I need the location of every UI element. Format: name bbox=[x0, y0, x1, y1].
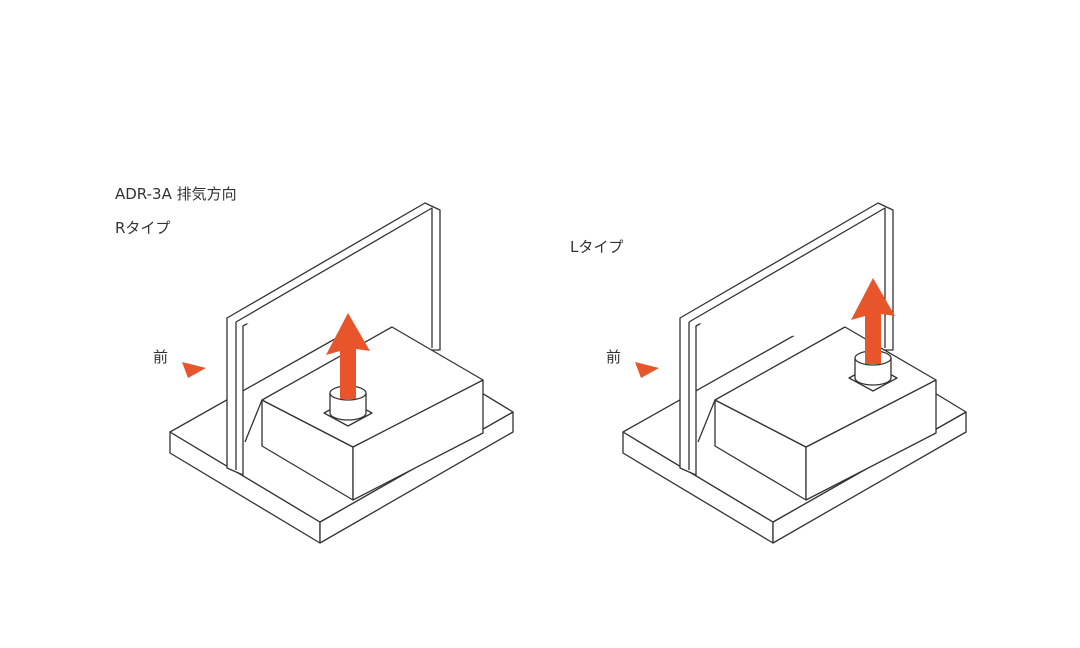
box-edge-line bbox=[244, 399, 263, 443]
r-type-label: Rタイプ bbox=[115, 219, 170, 237]
wall-frame-inner-line bbox=[235, 207, 433, 348]
wall-frame-inner-line bbox=[688, 207, 886, 348]
exhaust-pipe bbox=[329, 393, 367, 421]
front-direction-arrow bbox=[182, 362, 206, 378]
front-direction-arrow bbox=[635, 362, 659, 378]
exhaust-arrow bbox=[326, 313, 370, 399]
l-type-unit: 前 bbox=[606, 202, 967, 544]
l-type-label: Lタイプ bbox=[570, 238, 623, 256]
diagram-title: ADR-3A 排気方向 bbox=[115, 185, 237, 203]
r-type-unit: 前 bbox=[153, 202, 514, 544]
front-label: 前 bbox=[606, 348, 621, 366]
exhaust-arrow bbox=[851, 278, 895, 364]
exhaust-pipe bbox=[854, 358, 892, 386]
box-edge-line bbox=[697, 399, 716, 443]
front-label: 前 bbox=[153, 348, 168, 366]
